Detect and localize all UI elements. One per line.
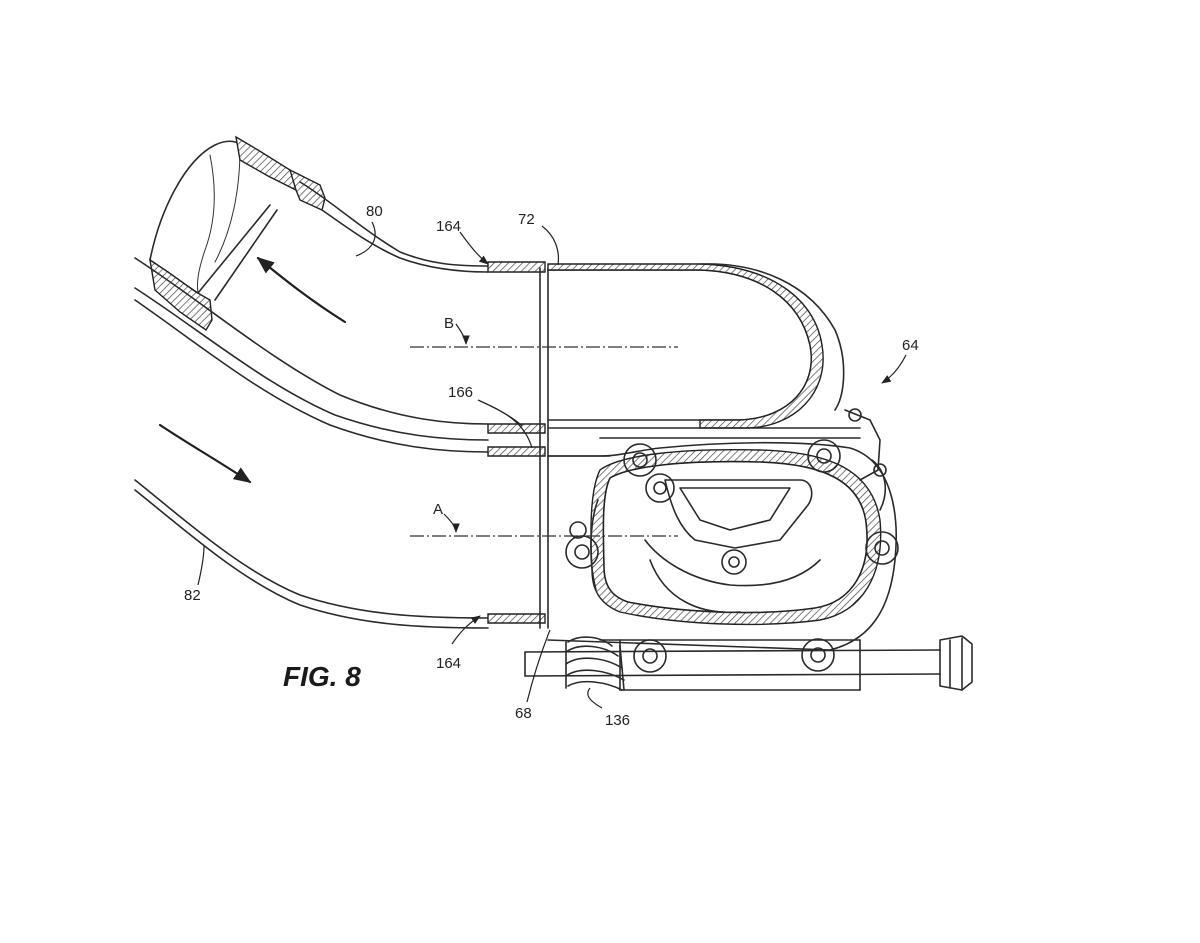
upper-pipe-80	[134, 135, 489, 453]
label-164-top: 164	[436, 218, 461, 235]
label-72: 72	[518, 211, 535, 228]
boss-right	[865, 531, 899, 565]
boss-upper-right	[807, 439, 841, 473]
centerlines	[410, 346, 678, 537]
boss-lower-left	[633, 639, 667, 673]
label-80: 80	[366, 203, 383, 220]
leader-lines	[197, 221, 907, 709]
boss-lower-right	[801, 638, 835, 672]
boss-center	[721, 549, 747, 575]
rod-68	[524, 635, 973, 691]
reference-labels: 80 164 72 B 64 166 A 82 164 68 136 FIG. …	[184, 203, 919, 729]
label-68: 68	[515, 705, 532, 722]
label-64: 64	[902, 337, 919, 354]
figure-title: FIG. 8	[283, 661, 361, 692]
spring-136	[565, 636, 625, 691]
flow-arrows	[158, 256, 347, 484]
label-166: 166	[448, 384, 473, 401]
label-164-bottom: 164	[436, 655, 461, 672]
boss-upper-left	[623, 443, 657, 477]
label-82: 82	[184, 587, 201, 604]
boss-upper-small	[569, 408, 887, 539]
label-136: 136	[605, 712, 630, 729]
boss-mid-left	[645, 473, 675, 503]
bolt-bosses	[565, 408, 899, 673]
lower-pipe-82	[134, 479, 489, 629]
label-a: A	[433, 501, 443, 518]
label-b: B	[444, 315, 454, 332]
